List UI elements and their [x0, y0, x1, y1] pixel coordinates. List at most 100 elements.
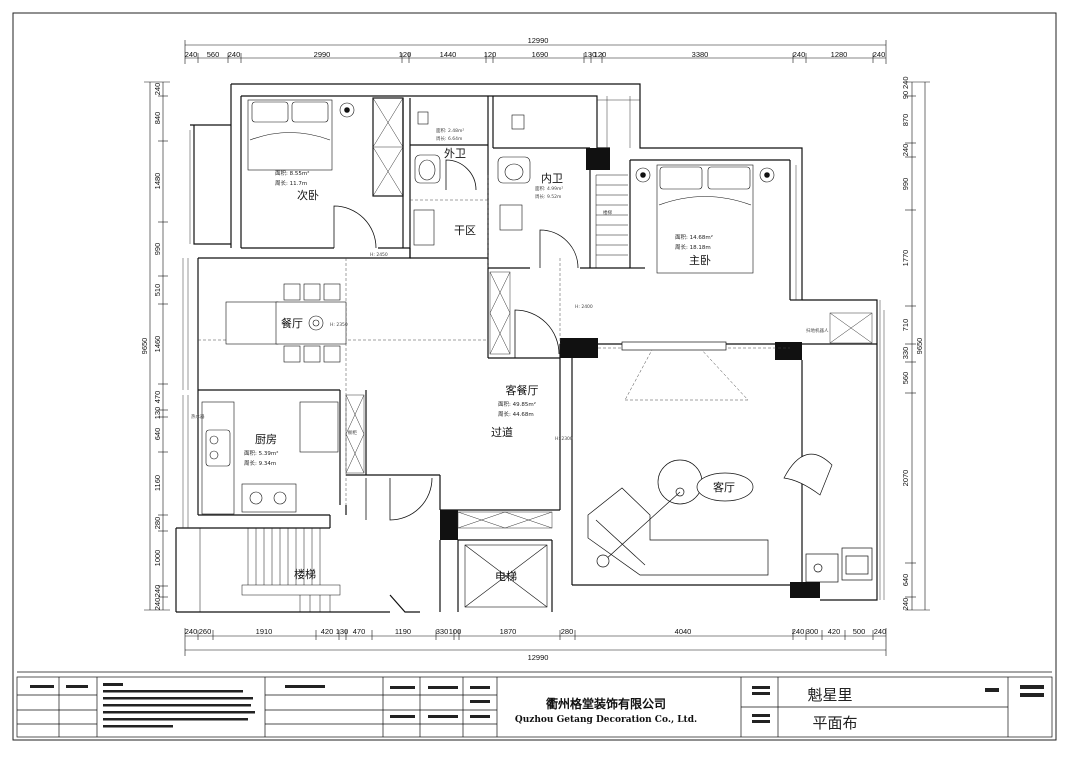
room-name-living-dining: 客餐厅 — [506, 383, 539, 397]
room-name-stairs: 楼梯 — [294, 567, 316, 581]
bottom-segment-labels: 240 260 1910 420 130 470 1190 330 100 18… — [185, 627, 887, 636]
drawing-title: 平面布 — [812, 714, 857, 732]
project-title: 魁星里 — [807, 686, 852, 704]
left-seg-8: 130 — [153, 407, 162, 420]
sheet-frame — [12, 12, 1057, 741]
left-total-dimension: 9650 — [140, 338, 149, 355]
left-seg-10: 1160 — [153, 475, 162, 491]
top-seg-11: 240 — [793, 50, 806, 59]
doors — [333, 159, 579, 521]
room-perimeter-inner-bath: 周长: 9.52m — [535, 193, 561, 200]
cabinet-label: 橱柜 — [348, 429, 357, 436]
left-dimension-group — [144, 81, 170, 611]
right-seg-4: 990 — [901, 178, 910, 191]
top-seg-9: 130 — [584, 50, 597, 59]
right-seg-5: 1770 — [901, 250, 910, 267]
dining-table — [225, 283, 347, 363]
bot-seg-11: 280 — [561, 627, 574, 636]
company-name-en: Quzhou Getang Decoration Co., Ltd. — [515, 715, 697, 725]
bath-fixtures — [413, 111, 531, 246]
top-seg-13: 240 — [873, 50, 886, 59]
top-seg-12: 1280 — [831, 50, 848, 59]
height-note-2: H: 2350 — [330, 322, 348, 328]
right-seg-8: 560 — [901, 372, 910, 385]
window-lines — [182, 96, 885, 600]
stair-note-label: 楼梯 — [603, 209, 612, 216]
bot-seg-12: 4040 — [675, 627, 692, 636]
right-seg-10: 640 — [901, 574, 910, 587]
bot-seg-10: 1870 — [500, 627, 517, 636]
right-seg-2: 870 — [901, 114, 910, 127]
room-area-inner-bath: 面积: 4.99m² — [535, 185, 563, 192]
right-seg-11: 240 — [901, 598, 910, 611]
right-seg-3: 240 — [901, 144, 910, 157]
bot-seg-5: 130 — [336, 627, 349, 636]
bot-seg-1: 240 — [185, 627, 198, 636]
room-perimeter-living-dining: 周长: 44.68m — [498, 410, 534, 418]
left-seg-2: 840 — [153, 112, 162, 125]
room-name-dining: 餐厅 — [281, 316, 303, 330]
room-perimeter-outer-bath: 周长: 6.64m — [436, 135, 462, 142]
top-seg-3: 240 — [228, 50, 241, 59]
bottom-total-dimension: 12990 — [528, 653, 549, 662]
left-seg-5: 510 — [153, 284, 162, 297]
right-total-dimension: 9650 — [915, 338, 924, 355]
company-name-cn: 衢州格堂装饰有限公司 — [546, 696, 666, 711]
top-seg-note: 120 — [594, 50, 607, 59]
left-seg-1: 240 — [153, 83, 162, 96]
room-name-outer-bath: 外卫 — [444, 147, 466, 160]
title-block-placeholder-marks — [30, 683, 1044, 728]
right-seg-7: 330 — [901, 347, 910, 360]
bottom-dimension-group — [184, 628, 887, 656]
top-segment-labels: 240 560 240 2990 120 1440 120 1690 130 1… — [185, 50, 886, 59]
left-seg-7: 470 — [153, 391, 162, 404]
bot-seg-7: 1190 — [395, 627, 411, 636]
closet-hatch — [345, 97, 873, 529]
title-block — [16, 671, 1053, 738]
room-area-kitchen: 面积: 5.39m² — [244, 450, 278, 457]
height-note-1: H: 2450 — [370, 252, 388, 258]
right-segment-labels: 90 240 870 240 990 1770 710 330 560 2070… — [901, 76, 910, 610]
bot-seg-14: 300 — [806, 627, 819, 636]
room-perimeter-kitchen: 周长: 9.34m — [244, 459, 276, 467]
left-seg-11: 280 — [153, 517, 162, 530]
top-seg-6: 1440 — [440, 50, 457, 59]
room-name-elevator: 电梯 — [495, 570, 517, 583]
room-perimeter-second-bedroom: 周长: 11.7m — [275, 179, 307, 187]
living-furniture — [587, 341, 873, 583]
left-seg-14: 240 — [153, 598, 162, 611]
top-dimension-group — [184, 40, 887, 64]
room-area-second-bedroom: 面积: 8.55m² — [275, 170, 309, 177]
left-seg-4: 990 — [153, 243, 162, 256]
room-name-dry-zone: 干区 — [454, 224, 476, 237]
room-name-corridor: 过道 — [491, 425, 513, 439]
top-seg-1: 240 — [185, 50, 198, 59]
structural-columns — [440, 148, 820, 598]
bot-seg-13: 240 — [792, 627, 805, 636]
top-seg-5: 120 — [399, 50, 412, 59]
bot-seg-17: 240 — [874, 627, 887, 636]
water-heater-label: 热水器 — [191, 413, 205, 420]
room-name-master-bedroom: 主卧 — [689, 254, 711, 267]
bed-second — [247, 99, 355, 171]
bot-seg-16: 500 — [853, 627, 866, 636]
master-steps — [595, 174, 628, 268]
right-dimension-group — [905, 81, 930, 611]
bed-master — [635, 164, 775, 274]
height-note-4: H: 2300 — [555, 436, 573, 442]
top-seg-8: 1690 — [532, 50, 549, 59]
bot-seg-4: 420 — [321, 627, 334, 636]
walls — [175, 83, 878, 613]
bot-seg-15: 420 — [828, 627, 841, 636]
right-seg-1: 240 — [901, 76, 910, 89]
room-name-living: 客厅 — [713, 480, 735, 494]
left-seg-12: 1000 — [153, 550, 162, 567]
cleaning-robot-label: 扫地机器人 — [806, 327, 829, 334]
left-seg-13: 240 — [153, 585, 162, 598]
right-seg-9: 2070 — [901, 470, 910, 487]
top-seg-2: 560 — [207, 50, 220, 59]
top-seg-7: 120 — [484, 50, 497, 59]
stairwell-steps — [199, 528, 341, 612]
room-name-second-bedroom: 次卧 — [297, 188, 319, 202]
